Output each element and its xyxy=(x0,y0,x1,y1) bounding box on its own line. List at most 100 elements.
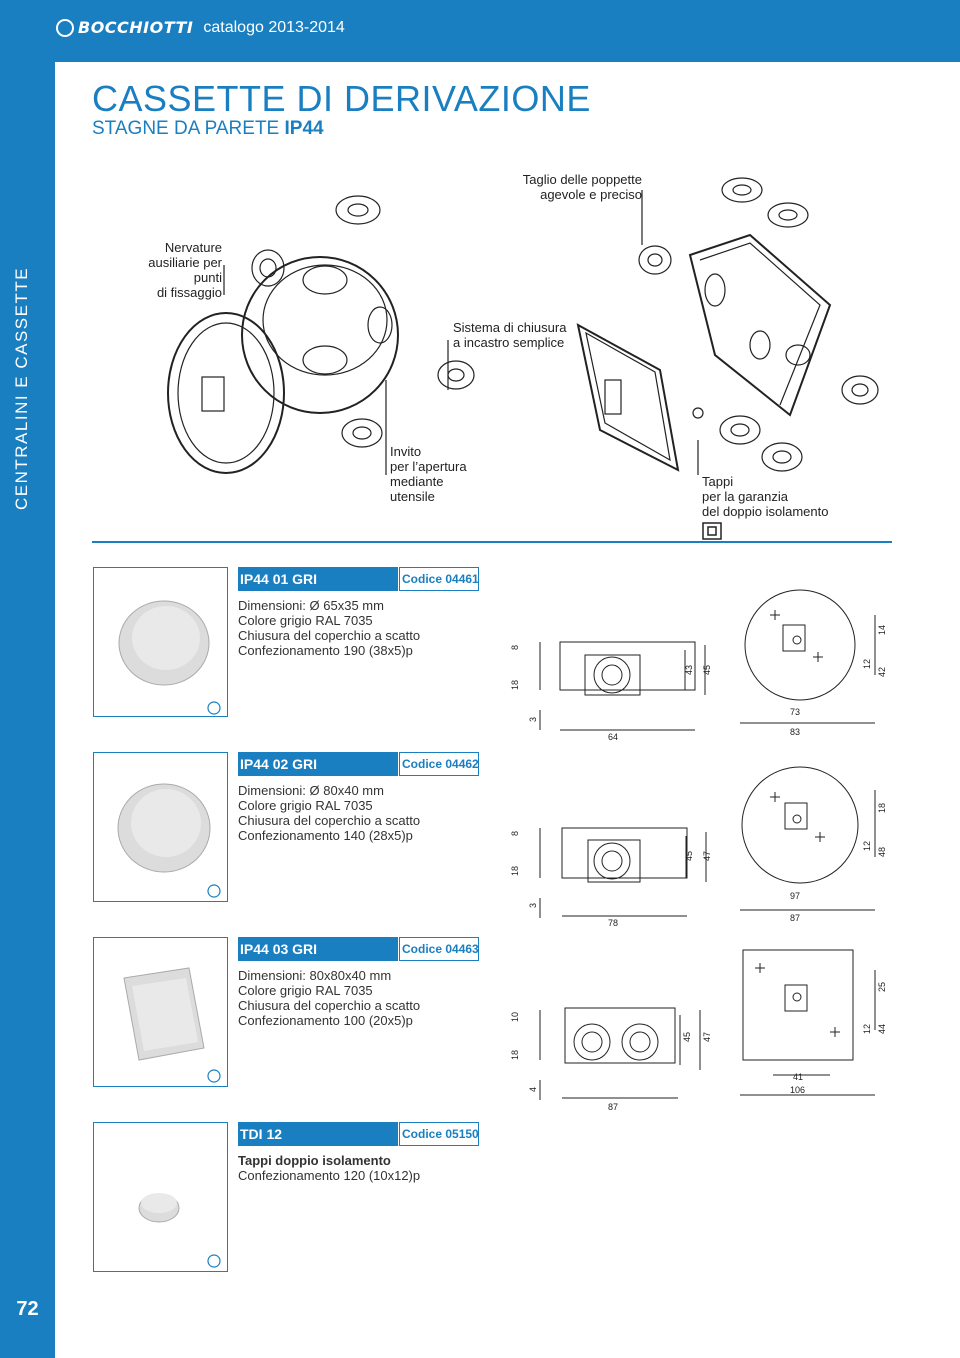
callout-line: a incastro semplice xyxy=(453,335,565,350)
callout-line: utensile xyxy=(390,489,435,504)
top-view-drawing: 25 12 44 41 106 xyxy=(740,949,887,1096)
dim-label: 45 xyxy=(682,1032,692,1042)
brand-logo: BOCCHIOTTI xyxy=(56,18,193,37)
product-header xyxy=(238,752,398,776)
product-code-box xyxy=(399,752,479,776)
product-code: Codice 05150 xyxy=(402,1127,479,1141)
callout-line: agevole e preciso xyxy=(540,187,642,202)
product-specs: Dimensioni: 80x80x40 mm Colore grigio RA… xyxy=(238,968,420,1028)
header-bar: BOCCHIOTTI catalogo 2013-2014 xyxy=(0,0,960,62)
product-name: IP44 03 GRI xyxy=(240,941,318,957)
product-photo xyxy=(93,567,228,717)
brand-mark-icon xyxy=(56,18,74,37)
product-name: IP44 01 GRI xyxy=(240,571,318,587)
product-code: Codice 04463 xyxy=(402,942,479,956)
spec-line: Confezionamento 190 (38x5)p xyxy=(238,643,413,658)
spec-line: Chiusura del coperchio a scatto xyxy=(238,998,421,1013)
dim-label: 25 xyxy=(877,982,887,992)
callout-line: di fissaggio xyxy=(156,285,222,300)
cap-photo-icon xyxy=(138,1193,221,1268)
callout-nervature: Nervature ausiliarie per punti di fissag… xyxy=(120,240,222,300)
spec-line: Dimensioni: Ø 80x40 mm xyxy=(238,783,384,798)
product-header xyxy=(238,567,398,591)
dim-label: 14 xyxy=(877,625,887,635)
product-code: Codice 04462 xyxy=(402,757,479,771)
callout-tappi: Tappi per la garanzia del doppio isolame… xyxy=(702,474,828,519)
dim-label: 12 xyxy=(862,1024,872,1034)
dim-label: 48 xyxy=(877,847,887,857)
dim-label: 87 xyxy=(608,1102,618,1112)
callout-line: ausiliarie per punti xyxy=(148,255,222,285)
callout-line: del doppio isolamento xyxy=(702,504,829,519)
dim-label: 18 xyxy=(510,1050,520,1060)
page-title: CASSETTE DI DERIVAZIONE xyxy=(92,78,591,119)
page-number-tab xyxy=(0,1220,55,1358)
product-specs: Tappi doppio isolamento Confezionamento … xyxy=(238,1153,420,1183)
callout-line: Invito xyxy=(390,444,422,459)
dim-label: 18 xyxy=(510,680,520,690)
subtitle-text: STAGNE DA PARETE xyxy=(92,118,285,139)
spec-line: Confezionamento 120 (10x12)p xyxy=(238,1168,421,1183)
dim-label: 12 xyxy=(862,841,872,851)
spec-line: Colore grigio RAL 7035 xyxy=(238,798,373,813)
dim-label: 83 xyxy=(790,727,800,737)
spec-line: Colore grigio RAL 7035 xyxy=(238,613,373,628)
product-photo xyxy=(93,752,228,902)
dim-label: 47 xyxy=(702,1032,712,1042)
callout-line: per l’apertura xyxy=(390,459,467,474)
dim-label: 106 xyxy=(790,1085,805,1095)
product-header xyxy=(238,937,398,961)
dim-label: 45 xyxy=(684,851,694,861)
brand: BOCCHIOTTI catalogo 2013-2014 xyxy=(56,18,345,37)
product-code-box xyxy=(399,567,479,591)
dim-label: 43 xyxy=(684,665,694,675)
dim-label: 64 xyxy=(608,732,618,742)
callout-sistema: Sistema di chiusura a incastro semplice xyxy=(453,320,566,350)
product-photo xyxy=(93,937,228,1087)
dim-label: 44 xyxy=(877,1024,887,1034)
callout-taglio: Taglio delle poppette agevole e preciso xyxy=(500,172,642,202)
spec-line: Chiusura del coperchio a scatto xyxy=(238,813,421,828)
spec-line: Confezionamento 140 (28x5)p xyxy=(238,828,413,843)
top-view-drawing: 14 12 42 73 83 xyxy=(740,589,887,737)
dim-label: 3 xyxy=(528,717,538,722)
spec-line: Confezionamento 100 (20x5)p xyxy=(238,1013,413,1028)
dim-label: 78 xyxy=(608,918,618,928)
callout-line: Sistema di chiusura xyxy=(453,320,567,335)
callout-invito: Invito per l’apertura mediante utensile xyxy=(390,444,467,504)
product-specs: Dimensioni: Ø 80x40 mm Colore grigio RAL… xyxy=(238,783,420,843)
spec-bold: Tappi doppio isolamento xyxy=(238,1153,391,1168)
top-view-drawing: 18 12 48 97 87 xyxy=(740,766,887,923)
brand-name: BOCCHIOTTI xyxy=(78,18,194,37)
product-photo xyxy=(93,1122,228,1272)
spec-line: Colore grigio RAL 7035 xyxy=(238,983,373,998)
callout-line: Tappi xyxy=(702,474,734,489)
dim-label: 41 xyxy=(793,1072,803,1082)
callout-line: Nervature xyxy=(164,240,222,255)
section-label: CENTRALINI E CASSETTE xyxy=(12,266,31,510)
hero-illustration xyxy=(167,177,879,475)
side-view-drawing: 8 18 43 45 3 64 xyxy=(510,641,712,742)
section-divider xyxy=(92,541,892,543)
dim-label: 8 xyxy=(510,831,520,836)
callout-line: per la garanzia xyxy=(702,489,788,504)
page-subtitle: STAGNE DA PARETE IP44 xyxy=(92,118,324,140)
square-box-photo-icon xyxy=(123,967,221,1083)
dim-label: 4 xyxy=(528,1087,538,1092)
dim-label: 45 xyxy=(702,665,712,675)
product-specs: Dimensioni: Ø 65x35 mm Colore grigio RAL… xyxy=(238,598,420,658)
dim-label: 3 xyxy=(528,903,538,908)
product-code-box xyxy=(399,937,479,961)
round-box-photo-icon xyxy=(118,600,221,715)
spec-line: Chiusura del coperchio a scatto xyxy=(238,628,421,643)
dim-label: 18 xyxy=(510,866,520,876)
dim-label: 97 xyxy=(790,891,800,901)
spec-title: Tappi doppio isolamento xyxy=(238,1153,420,1168)
product-code: Codice 04461 xyxy=(402,572,479,586)
product-header xyxy=(238,1122,398,1146)
spec-line: Dimensioni: 80x80x40 mm xyxy=(238,968,392,983)
section-tab: CENTRALINI E CASSETTE xyxy=(0,60,55,515)
callout-line: mediante xyxy=(390,474,444,489)
dim-label: 10 xyxy=(510,1012,520,1022)
side-view-drawing: 8 18 45 47 3 78 xyxy=(510,827,712,928)
